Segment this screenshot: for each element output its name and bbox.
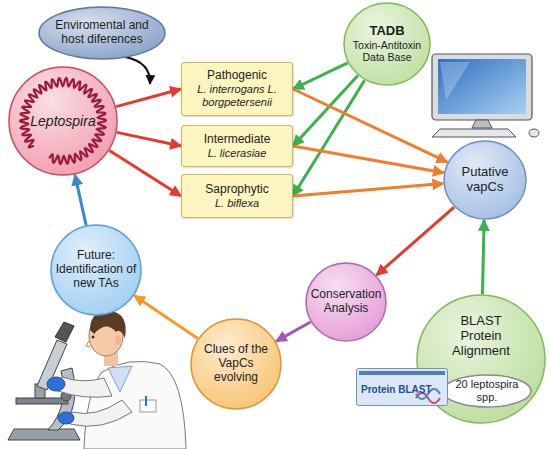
illustration-part — [47, 377, 65, 391]
shape-fill — [9, 67, 117, 175]
database-circle: TADBToxin-Antitoxin Data Base — [343, 2, 431, 86]
node-text: Pathogenic — [207, 69, 267, 83]
illustration-part — [438, 59, 526, 114]
result-circle: Putative vapCs — [443, 140, 527, 220]
shape-fill — [344, 3, 430, 85]
flow-arrow — [293, 146, 444, 173]
shape-highlight — [418, 296, 544, 422]
illustration-part — [125, 57, 150, 84]
illustration-part — [8, 429, 80, 440]
group-box: IntermediateL. licerasiae — [181, 125, 293, 167]
node-subtext: Toxin-Antitoxin Data Base — [345, 39, 429, 63]
step-circle: Conservation Analysis — [305, 262, 387, 342]
spirochete-drawing — [20, 78, 106, 164]
shape-fill — [39, 7, 165, 59]
shape-highlight — [40, 8, 164, 58]
illustration-part — [145, 396, 147, 406]
illustration-part — [37, 340, 67, 390]
node-subtext: L. biflexa — [215, 197, 259, 210]
flow-arrow — [293, 184, 443, 197]
flow-arrow — [377, 207, 455, 275]
illustration-part — [357, 369, 448, 406]
shape-fill — [306, 263, 386, 341]
node-text: Saprophytic — [205, 183, 268, 197]
step-circle: Clues of the VapCs evolving — [190, 318, 282, 410]
illustration-part — [55, 322, 74, 342]
illustration-part — [140, 400, 156, 412]
shape-highlight — [192, 320, 280, 408]
flow-arrow — [293, 63, 348, 89]
illustration-part — [108, 366, 132, 392]
node-subtext: L. interrogans L. borgpetersenii — [189, 83, 285, 108]
flow-arrow — [483, 220, 485, 294]
shape-highlight — [345, 4, 429, 84]
illustration-part — [529, 129, 539, 137]
flow-arrow — [293, 76, 358, 147]
flow-arrow — [75, 175, 86, 225]
computer-illustration — [432, 54, 539, 137]
species-ellipse: 20 leptospira spp. — [442, 374, 532, 408]
flow-arrow — [109, 151, 181, 197]
node-text: Putative vapCs — [454, 165, 516, 195]
illustration-part — [432, 129, 516, 137]
illustration-part — [58, 412, 74, 424]
goal-circle: Future: Identification of new TAs — [50, 224, 142, 316]
organism-circle: Leptospira — [8, 66, 118, 176]
flow-arrow — [116, 89, 181, 107]
illustration-part — [359, 371, 445, 375]
illustration-part — [440, 62, 470, 100]
illustration-part — [58, 377, 112, 397]
group-box: SaprophyticL. biflexa — [181, 174, 293, 218]
shape-highlight — [307, 264, 385, 340]
scientist-illustration — [8, 311, 186, 449]
shape-fill — [444, 141, 526, 219]
node-text: Clues of the VapCs evolving — [200, 343, 272, 384]
illustration-part — [472, 120, 492, 128]
node-text: 20 leptospira spp. — [445, 378, 529, 403]
illustration-part — [115, 335, 121, 345]
node-text: Future: Identification of new TAs — [53, 249, 139, 290]
flow-arrow — [117, 132, 181, 146]
flow-arrow — [134, 296, 198, 339]
shape-highlight — [445, 142, 525, 218]
shape-fill — [417, 295, 545, 423]
illustration-part — [432, 54, 532, 120]
node-subtext: L. licerasiae — [208, 147, 267, 160]
flow-arrow — [293, 80, 365, 196]
flow-arrow — [276, 322, 310, 341]
node-text: Leptospira — [30, 113, 95, 129]
illustration-part — [70, 400, 132, 426]
shape-fill — [191, 319, 281, 409]
logo-text: Protein BLAST — [361, 384, 432, 395]
influence-arrow — [125, 57, 150, 84]
shape-highlight — [52, 226, 140, 314]
node-text: Intermediate — [204, 133, 271, 147]
node-text: Enviromental and host diferences — [50, 19, 155, 47]
shape-fill — [443, 375, 531, 407]
node-text: Conservation Analysis — [307, 288, 385, 316]
illustration-part — [16, 398, 68, 404]
group-box: PathogenicL. interrogans L. borgpetersen… — [181, 62, 293, 116]
shape-highlight — [10, 68, 116, 174]
node-text: TADB — [369, 24, 404, 39]
illustration-part — [86, 341, 90, 347]
illustration-part — [84, 361, 186, 449]
node-text: BLAST Protein Alignment — [444, 314, 518, 359]
shape-fill — [51, 225, 141, 315]
note-ellipse: Enviromental and host diferences — [38, 6, 166, 60]
illustration-part — [92, 336, 95, 339]
